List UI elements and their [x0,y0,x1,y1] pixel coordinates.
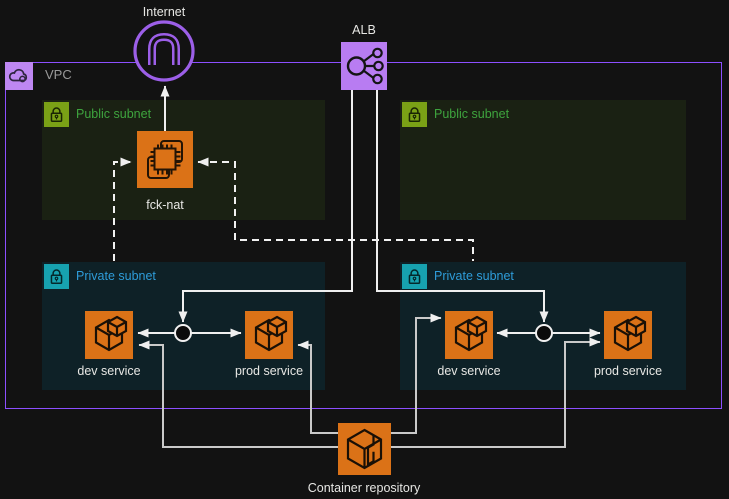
container-registry-icon[interactable] [338,423,391,475]
routing-node-right[interactable] [535,324,553,342]
ecs-service-icon[interactable] [604,311,652,359]
dev-service-right-label: dev service [437,364,501,378]
prod-service-right-label: prod service [593,364,663,378]
container-repository-label: Container repository [307,481,421,495]
ecs-service-icon[interactable] [245,311,293,359]
ecs-service-icon[interactable] [445,311,493,359]
internet-gateway-icon[interactable] [132,19,196,83]
edge-alb-to-right-node [376,90,549,323]
fck-nat-label: fck-nat [146,198,184,212]
vpc-cloud-icon [5,62,33,90]
prod-service-left-label: prod service [234,364,304,378]
internet-label: Internet [142,5,186,19]
public-subnet-right-label: Public subnet [434,107,510,121]
load-balancer-icon[interactable] [341,42,387,90]
edge-privateleft-to-fcknat-dashed [113,157,132,261]
ec2-instance-icon[interactable] [137,131,193,188]
private-subnet-lock-icon [402,264,427,289]
vpc-label: VPC [45,67,72,82]
routing-node-left[interactable] [174,324,192,342]
private-subnet-right-label: Private subnet [434,269,514,283]
public-subnet-lock-icon [44,102,69,127]
edge-privateright-to-fcknat-dashed [197,157,474,261]
private-subnet-lock-icon [44,264,69,289]
public-subnet-left-label: Public subnet [76,107,152,121]
public-subnet-lock-icon [402,102,427,127]
ecs-service-icon[interactable] [85,311,133,359]
edge-repo-inner-loop [297,313,442,434]
private-subnet-left-label: Private subnet [76,269,156,283]
dev-service-left-label: dev service [77,364,141,378]
alb-label: ALB [352,23,376,37]
edge-alb-to-left-node [178,90,353,323]
public-subnet-right [400,100,686,220]
